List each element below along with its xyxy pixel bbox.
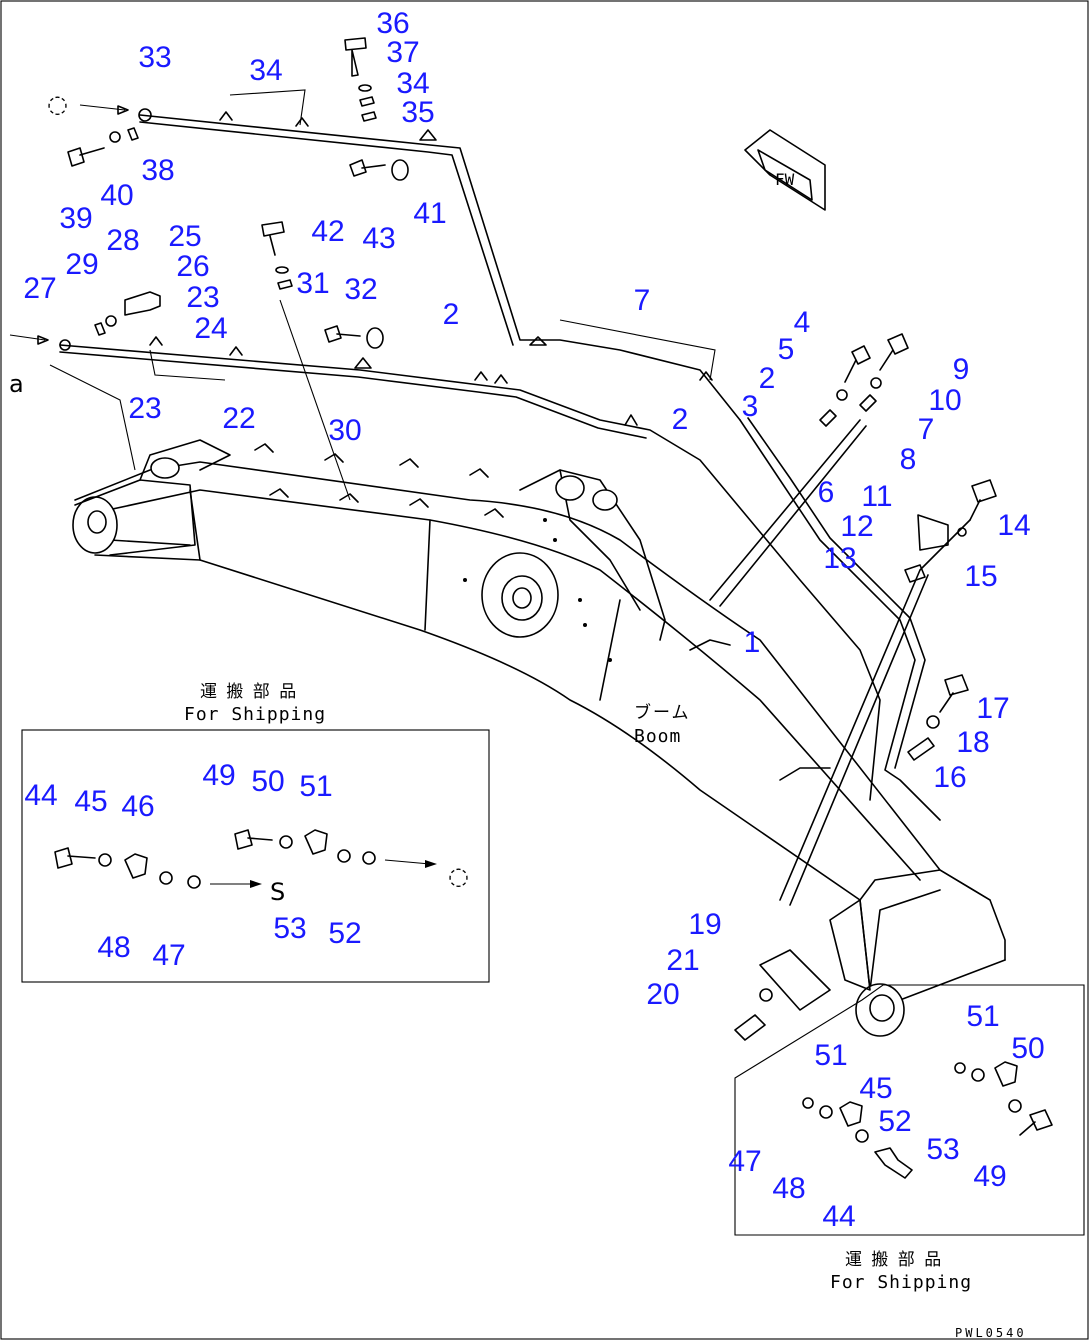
callout-number: 20 [646, 978, 679, 1011]
callout-number: 40 [100, 179, 133, 212]
callout-number: 47 [152, 939, 185, 972]
callout-number: 17 [976, 692, 1009, 725]
callout-number: 32 [344, 273, 377, 306]
callout-number: 50 [1011, 1032, 1044, 1065]
boom-structure [72, 439, 1006, 1037]
for-shipping-en-label-2: For Shipping [830, 1272, 972, 1293]
callout-number: 48 [772, 1172, 805, 1205]
callout-number: 48 [97, 931, 130, 964]
callout-number: 42 [311, 215, 344, 248]
boom-en-label: Boom [634, 726, 681, 747]
callout-number: 2 [759, 362, 776, 395]
callout-number: 11 [861, 480, 892, 513]
callout-number: 34 [249, 54, 282, 87]
callout-number: 34 [396, 67, 429, 100]
shipping-connector-a-1: S [270, 878, 285, 906]
callout-number: 36 [376, 7, 409, 40]
boom-jp-label: ブーム [634, 702, 691, 723]
for-shipping-jp-label-2: 運 搬 部 品 [845, 1250, 943, 1270]
hardware-top [67, 37, 997, 1041]
callout-number: 29 [65, 248, 98, 281]
callout-number: 49 [202, 759, 235, 792]
callout-number: 23 [128, 392, 161, 425]
callout-number: 33 [138, 41, 171, 74]
callout-number: 43 [362, 222, 395, 255]
hydraulic-pipes: ◌ [9, 89, 971, 906]
callout-number: 44 [822, 1200, 855, 1233]
callout-number: 6 [818, 476, 835, 509]
callout-number: 44 [24, 779, 57, 812]
callout-number: 12 [840, 510, 873, 543]
callout-number: 15 [964, 560, 997, 593]
callout-number: 49 [973, 1160, 1006, 1193]
fw-direction-mark: FW [744, 129, 826, 211]
callout-number: 52 [878, 1105, 911, 1138]
callout-number: 7 [918, 413, 935, 446]
callout-number: 16 [933, 761, 966, 794]
callout-number: 18 [956, 726, 989, 759]
callout-number: 23 [186, 281, 219, 314]
callout-number: 22 [222, 402, 255, 435]
callout-number: 8 [900, 443, 917, 476]
callout-number: 7 [634, 284, 651, 317]
shipping-connector-c-1: ◌ [448, 862, 469, 890]
callout-number: 5 [778, 333, 795, 366]
callout-number: 45 [859, 1072, 892, 1105]
callout-number: 24 [194, 312, 227, 345]
callout-number: 52 [328, 917, 361, 950]
callout-number: 51 [299, 770, 332, 803]
callout-number: 41 [413, 197, 446, 230]
callout-number: 2 [443, 298, 460, 331]
callout-number: 1 [744, 626, 761, 659]
connector-a-label: a [9, 370, 24, 398]
callout-number: 46 [121, 790, 154, 823]
callout-number: 53 [273, 912, 306, 945]
fw-label: FW [775, 170, 795, 189]
callout-number: 21 [666, 944, 699, 977]
callout-number: 51 [966, 1000, 999, 1033]
callout-number: 26 [176, 250, 209, 283]
callout-number: 53 [926, 1133, 959, 1166]
callout-number: 25 [168, 220, 201, 253]
callout-number: 2 [672, 403, 689, 436]
callout-number: 37 [386, 36, 419, 69]
callout-number: 35 [401, 96, 434, 129]
for-shipping-jp-label-1: 運 搬 部 品 [200, 682, 298, 702]
callout-number: 3 [742, 390, 759, 423]
callout-number: 13 [823, 542, 856, 575]
callout-number: 50 [251, 765, 284, 798]
shipping-detail-box-1: 運 搬 部 品 For Shipping S ◌ [21, 682, 490, 983]
callout-number: 51 [814, 1039, 847, 1072]
drawing-code: PWL0540 [955, 1326, 1027, 1340]
callout-number: 10 [928, 384, 961, 417]
callout-number: 39 [59, 202, 92, 235]
callout-number: 38 [141, 154, 174, 187]
callout-number: 47 [728, 1145, 761, 1178]
callout-number: 9 [953, 353, 970, 386]
connector-a-mark: ◌ [47, 90, 68, 118]
callout-number: 4 [794, 306, 811, 339]
for-shipping-en-label-1: For Shipping [184, 704, 326, 725]
callout-number: 30 [328, 414, 361, 447]
callout-number: 14 [997, 509, 1030, 542]
callout-number: 19 [688, 908, 721, 941]
callout-number: 31 [296, 267, 329, 300]
shipping-detail-box-2: 運 搬 部 品 For Shipping [734, 984, 1085, 1293]
callout-number: 27 [23, 272, 56, 305]
callout-number: 28 [106, 224, 139, 257]
callout-number: 45 [74, 785, 107, 818]
